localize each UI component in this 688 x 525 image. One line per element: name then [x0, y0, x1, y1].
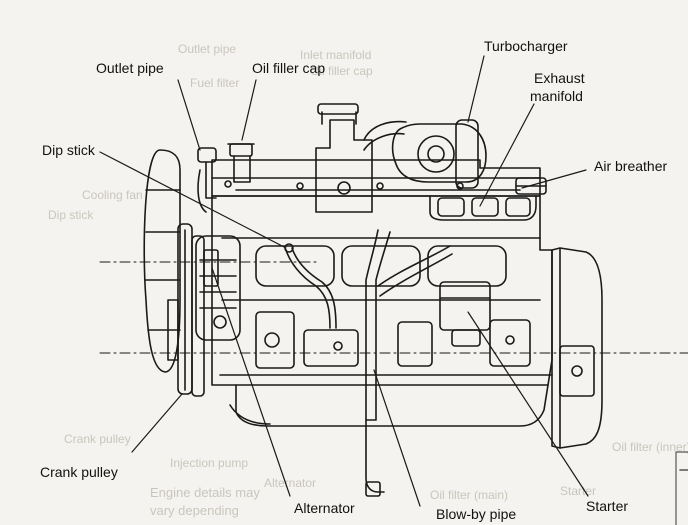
leader-blow-by-pipe: [373, 369, 421, 507]
label-blow-by-pipe: Blow-by pipe: [436, 506, 517, 522]
leader-starter: [467, 311, 589, 497]
outlet-pipe: [197, 147, 217, 213]
ghost-oil-filter: Oil filter (main): [430, 488, 509, 502]
starter: [439, 281, 491, 347]
ghost-injection-pump: Injection pump: [170, 456, 249, 470]
label-exhaust-manifold-line-1: Exhaust: [534, 70, 585, 86]
leader-oil-filler-cap: [241, 79, 257, 141]
ghost-fuel-filter: Fuel filter: [190, 76, 240, 90]
engine-block: [211, 195, 553, 427]
label-alternator: Alternator: [294, 500, 355, 516]
cylinder-head: [211, 159, 541, 197]
label-crank-pulley: Crank pulley: [40, 464, 118, 480]
label-oil-filler-cap: Oil filler cap: [252, 60, 326, 76]
ghost-note-line-1: Engine details may: [150, 485, 260, 500]
crank-pulley: [167, 223, 205, 397]
label-exhaust-manifold-line-2: manifold: [530, 88, 583, 104]
leader-crank-pulley: [131, 393, 183, 453]
ghost-oil-filter-inner: Oil filter (inner): [612, 440, 688, 454]
blow-by-pipe: [365, 229, 453, 497]
ghost-alternator: Alternator: [264, 476, 317, 490]
leader-exhaust-manifold: [479, 103, 535, 207]
label-air-breather: Air breather: [594, 158, 668, 174]
label-outlet-pipe: Outlet pipe: [96, 60, 164, 76]
oil-filler-cap: [227, 143, 255, 183]
ghost-crank-pulley: Crank pulley: [64, 432, 131, 446]
leader-air-breather: [521, 169, 587, 189]
ghost-inlet-manifold: Inlet manifold: [300, 48, 372, 62]
flywheel-housing: [551, 247, 603, 449]
ghost-cooling-fan: Cooling fan: [82, 188, 143, 202]
label-turbocharger: Turbocharger: [484, 38, 568, 54]
edge-box: [675, 451, 688, 525]
leader-turbocharger: [467, 55, 485, 123]
cooling-fan: [143, 149, 181, 373]
leader-outlet-pipe: [177, 79, 201, 151]
turbocharger: [363, 119, 487, 189]
leader-lines: [99, 55, 589, 507]
intake-bracket: [315, 103, 373, 213]
label-dip-stick: Dip stick: [42, 142, 95, 158]
exhaust-manifold: [429, 195, 537, 221]
label-starter: Starter: [586, 498, 629, 514]
ghost-note-line-2: vary depending: [150, 503, 239, 518]
alternator: [195, 235, 241, 341]
leader-alternator: [211, 267, 291, 497]
ghost-dip-stick: Dip stick: [48, 208, 94, 222]
ghost-outlet-pipe: Outlet pipe: [178, 42, 237, 56]
leader-dip-stick: [99, 151, 287, 249]
ghost-oil-filler-cap: Oil filler cap: [310, 64, 373, 78]
